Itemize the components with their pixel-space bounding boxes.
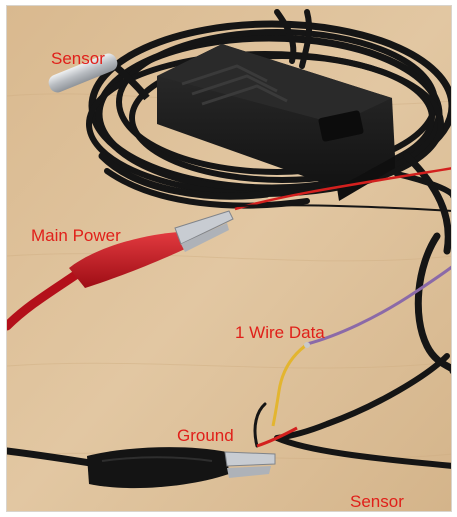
label-ground: Ground bbox=[177, 426, 234, 445]
sensor-module bbox=[157, 44, 395, 201]
lower-cables bbox=[7, 353, 451, 469]
label-main-power: Main Power bbox=[31, 226, 121, 245]
wiring-scene bbox=[7, 6, 451, 511]
solder-joint bbox=[304, 342, 310, 348]
label-one-wire-data: 1 Wire Data bbox=[235, 323, 325, 342]
red-wire bbox=[234, 167, 451, 211]
red-wire-lower bbox=[256, 426, 298, 448]
probe-top bbox=[48, 53, 150, 101]
power-clip bbox=[7, 210, 234, 331]
label-sensor-cable: Sensor bbox=[350, 492, 404, 511]
label-sensor-probe: Sensor bbox=[51, 49, 105, 68]
black-wire-main bbox=[236, 204, 451, 212]
ground-clip bbox=[87, 447, 276, 489]
cable-coil bbox=[86, 9, 451, 209]
purple-wire bbox=[306, 265, 451, 346]
wiring-photo: Sensor Main Power 1 Wire Data Ground Sen… bbox=[6, 5, 452, 512]
data-wire bbox=[271, 344, 306, 427]
